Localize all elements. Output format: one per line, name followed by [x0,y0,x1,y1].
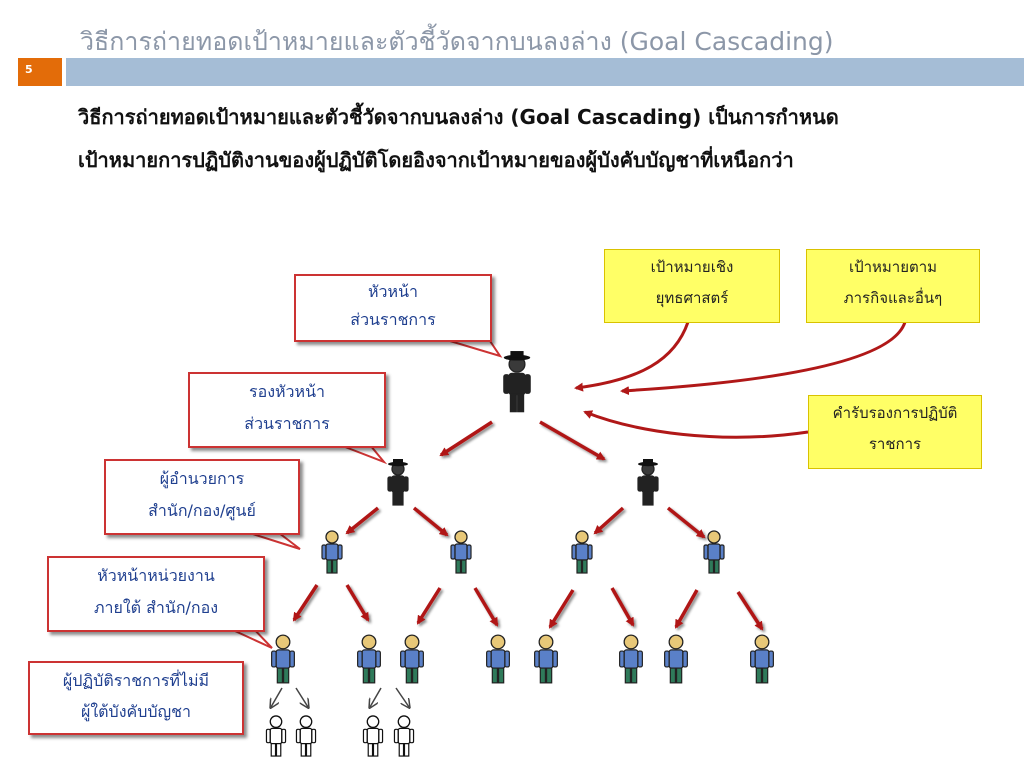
callout-director-line1: ผู้อำนวยการ [159,469,245,488]
body-text: วิธีการถ่ายทอดเป้าหมายและตัวชี้วัดจากบนล… [78,96,1008,182]
callout-head: หัวหน้า ส่วนราชการ [294,274,492,342]
callout-unit-head: หัวหน้าหน่วยงาน ภายใต้ สำนัก/กอง [47,556,265,632]
callout-deputy-line1: รองหัวหน้า [248,382,325,401]
person-staff-3 [362,715,384,757]
body-line-2: เป้าหมายการปฏิบัติงานของผู้ปฏิบัติโดยอิง… [78,148,794,172]
input-agreement-line1: คำรับรองการปฏิบัติ [832,404,958,422]
input-agreement-line2: ราชการ [868,435,922,453]
person-staff-2 [295,715,317,757]
person-unit-head-4 [486,634,510,684]
callout-director: ผู้อำนวยการ สำนัก/กอง/ศูนย์ [104,459,300,535]
person-director-2 [450,530,472,574]
person-unit-head-7 [664,634,688,684]
callout-staff-line2: ผู้ใต้บังคับบัญชา [80,702,192,721]
callout-deputy-line2: ส่วนราชการ [244,414,330,433]
person-staff-4 [393,715,415,757]
arrow-mission [620,321,907,396]
callout-staff: ผู้ปฏิบัติราชการที่ไม่มี ผู้ใต้บังคับบัญ… [28,661,244,735]
person-unit-head-5 [534,634,558,684]
callout-head-line1: หัวหน้า [368,282,418,301]
person-head [503,351,531,413]
person-unit-head-6 [619,634,643,684]
person-unit-head-8 [750,634,774,684]
arrow-agreement [583,410,809,439]
callout-staff-line1: ผู้ปฏิบัติราชการที่ไม่มี [62,671,210,690]
input-box-strategic: เป้าหมายเชิง ยุทธศาสตร์ [604,249,780,323]
person-deputy-2 [637,459,659,506]
callout-unit-head-line2: ภายใต้ สำนัก/กอง [93,598,219,617]
slide-title: วิธีการถ่ายทอดเป้าหมายและตัวชี้วัดจากบนล… [80,27,834,56]
input-box-agreement: คำรับรองการปฏิบัติ ราชการ [808,395,982,469]
person-unit-head-1 [271,634,295,684]
person-deputy-1 [387,459,409,506]
person-director-1 [321,530,343,574]
input-mission-line1: เป้าหมายตาม [848,258,938,276]
person-director-4 [703,530,725,574]
person-director-3 [571,530,593,574]
callout-deputy: รองหัวหน้า ส่วนราชการ [188,372,386,448]
person-unit-head-2 [357,634,381,684]
input-arrows [574,321,907,439]
person-staff-1 [265,715,287,757]
cascade-arrows [292,420,764,631]
callout-unit-head-line1: หัวหน้าหน่วยงาน [97,566,215,585]
people-figures [265,351,774,757]
callout-director-line2: สำนัก/กอง/ศูนย์ [148,501,256,520]
slide-number-bar: 5 [18,58,62,86]
staff-arrows [271,687,409,707]
arrow-strategic [574,321,690,392]
body-line-1: วิธีการถ่ายทอดเป้าหมายและตัวชี้วัดจากบนล… [78,105,839,129]
callout-head-line2: ส่วนราชการ [350,310,436,329]
input-strategic-line1: เป้าหมายเชิง [650,258,734,276]
input-mission-line2: ภารกิจและอื่นๆ [843,289,943,307]
input-box-mission: เป้าหมายตาม ภารกิจและอื่นๆ [806,249,980,323]
header-bar [66,58,1024,86]
person-unit-head-3 [400,634,424,684]
slide-number: 5 [25,63,33,76]
input-strategic-line2: ยุทธศาสตร์ [655,289,729,307]
